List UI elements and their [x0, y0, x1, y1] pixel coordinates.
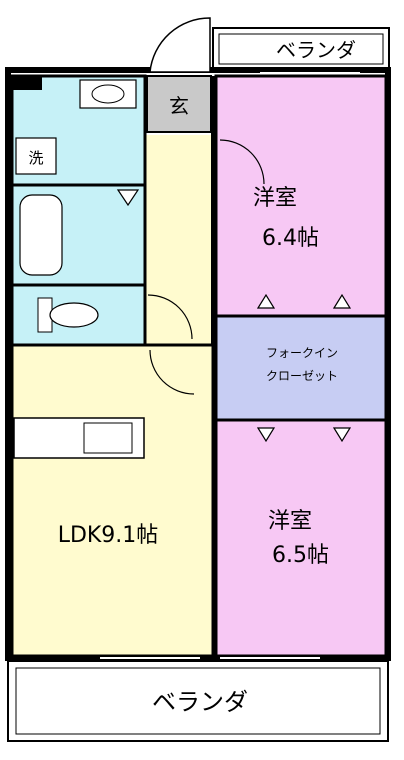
balcony-top: ベランダ: [212, 27, 390, 71]
bathroom-door-marker: [116, 189, 140, 207]
hallway: [145, 135, 213, 350]
bedroom-2: [214, 418, 388, 658]
closet-label-line2: クローゼット: [266, 369, 338, 383]
entrance-door-swing: [149, 17, 211, 73]
entry-step: [12, 76, 42, 90]
closet-door-marker-1: [256, 293, 276, 309]
bedroom-2-size: 6.5帖: [272, 543, 329, 568]
entrance-label: 玄: [169, 94, 189, 118]
balcony-top-label: ベランダ: [276, 38, 356, 62]
balcony-bottom-label: ベランダ: [152, 688, 248, 716]
toilet-door: [147, 294, 193, 340]
basin-bowl: [91, 84, 125, 104]
bedroom-1-name: 洋室: [253, 186, 297, 211]
bedroom-1-size: 6.4帖: [262, 226, 319, 251]
closet-door-marker-2: [332, 293, 352, 309]
toilet-bowl: [49, 302, 99, 328]
ldk-label: LDK9.1帖: [58, 523, 159, 548]
bedroom-1-door: [219, 139, 265, 185]
walk-in-closet: [214, 314, 388, 422]
balcony-bottom: ベランダ: [7, 660, 389, 742]
bedroom-1: [214, 74, 388, 318]
ldk-door: [149, 349, 195, 395]
ldk: [10, 343, 215, 658]
kitchen-sink: [83, 422, 133, 454]
bedroom-2-name: 洋室: [268, 509, 312, 534]
entrance: [146, 75, 212, 133]
washer-label: 洗: [28, 149, 43, 167]
closet-label-line1: フォークイン: [266, 346, 338, 360]
closet-door-marker-3: [256, 427, 276, 443]
bathtub: [19, 194, 63, 276]
closet-door-marker-4: [332, 427, 352, 443]
washer-area: [15, 137, 57, 175]
